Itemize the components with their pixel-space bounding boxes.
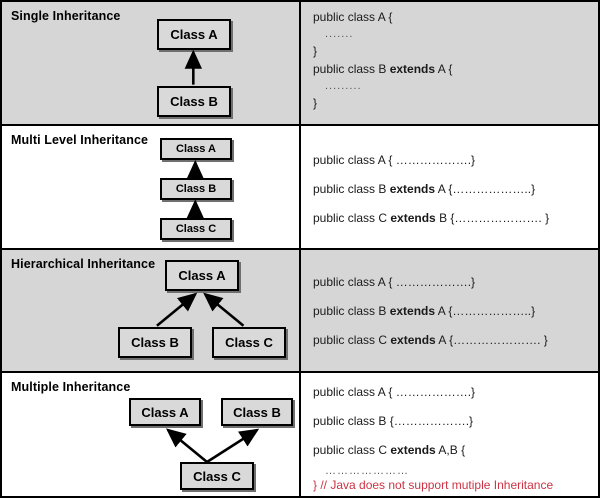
code-pre: public class C	[313, 333, 391, 347]
row-title-multiple: Multiple Inheritance	[11, 380, 131, 394]
diagram-pane-single: Single Inheritance Class A Class B	[2, 2, 301, 124]
class-box-b-multiple: Class B	[221, 398, 293, 426]
code-line-mixed: public class C extends A,B {	[313, 443, 465, 457]
code-keyword: extends	[389, 62, 436, 76]
class-box-b-hierarchical: Class B	[118, 327, 192, 358]
arrow-c-to-b	[206, 428, 260, 464]
code-post: A {	[435, 62, 453, 76]
row-multi-level-inheritance: Multi Level Inheritance Class A Class B …	[2, 126, 598, 250]
class-box-a-multilevel: Class A	[160, 138, 232, 160]
code-line: }	[313, 44, 318, 58]
code-pane-multilevel: public class A { ……………….} public class B…	[303, 126, 598, 248]
code-pane-hierarchical: public class A { ……………….} public class B…	[303, 250, 598, 371]
row-title-hierarchical: Hierarchical Inheritance	[11, 257, 156, 271]
code-keyword: extends	[389, 304, 436, 318]
code-pre: public class C	[313, 443, 391, 457]
code-line-warning: } // Java does not support mutiple Inher…	[313, 478, 554, 492]
code-line: }	[313, 96, 318, 110]
row-hierarchical-inheritance: Hierarchical Inheritance Class A Class B…	[2, 250, 598, 373]
class-box-a-single: Class A	[157, 19, 231, 50]
code-pre: public class C	[313, 211, 391, 225]
code-line: public class B {……………….}	[313, 414, 474, 428]
class-box-a-multiple: Class A	[129, 398, 201, 426]
code-post: A {…………………. }	[435, 333, 548, 347]
code-line: .........	[325, 80, 362, 92]
row-title-multilevel: Multi Level Inheritance	[11, 133, 149, 147]
code-line-mixed: public class B extends A {………………..}	[313, 182, 535, 196]
code-line: public class A {	[313, 10, 393, 24]
code-line: public class A { ……………….}	[313, 275, 476, 289]
code-line: …………………	[325, 465, 409, 477]
class-box-c-multilevel: Class C	[160, 218, 232, 240]
row-single-inheritance: Single Inheritance Class A Class B publi…	[2, 2, 598, 126]
class-box-c-multiple: Class C	[180, 462, 254, 490]
arrow-c-to-a	[203, 292, 245, 327]
code-pre: public class B	[313, 304, 390, 318]
code-post: B {…………………. }	[435, 211, 550, 225]
class-box-b-single: Class B	[157, 86, 231, 117]
code-post: A {………………..}	[435, 182, 536, 196]
code-keyword: extends	[390, 333, 436, 347]
code-line: public class A { ……………….}	[313, 153, 476, 167]
code-line-mixed: public class C extends A {…………………. }	[313, 333, 548, 347]
row-multiple-inheritance: Multiple Inheritance Class A Class B Cla…	[2, 373, 598, 496]
code-keyword: extends	[389, 182, 436, 196]
row-title-single: Single Inheritance	[11, 9, 121, 23]
code-keyword: extends	[390, 211, 436, 225]
code-line: .......	[325, 28, 354, 40]
diagram-pane-multiple: Multiple Inheritance Class A Class B Cla…	[2, 373, 301, 496]
code-keyword: extends	[390, 443, 436, 457]
class-box-a-hierarchical: Class A	[165, 260, 239, 291]
code-pane-single: public class A { ....... } public class …	[303, 2, 598, 124]
code-post: A,B {	[435, 443, 466, 457]
class-box-c-hierarchical: Class C	[212, 327, 286, 358]
code-line-mixed: public class C extends B {…………………. }	[313, 211, 549, 225]
diagram-pane-hierarchical: Hierarchical Inheritance Class A Class B…	[2, 250, 301, 371]
diagram-pane-multilevel: Multi Level Inheritance Class A Class B …	[2, 126, 301, 248]
code-pane-multiple: public class A { ……………….} public class B…	[303, 373, 598, 496]
code-line: public class A { ……………….}	[313, 385, 476, 399]
code-line-mixed: public class B extends A {	[313, 62, 452, 76]
class-box-b-multilevel: Class B	[160, 178, 232, 200]
code-post: A {………………..}	[435, 304, 536, 318]
arrow-b-to-a	[156, 292, 198, 327]
arrow-c-to-a	[165, 428, 208, 464]
code-line-mixed: public class B extends A {………………..}	[313, 304, 535, 318]
code-pre: public class B	[313, 62, 390, 76]
code-pre: public class B	[313, 182, 390, 196]
